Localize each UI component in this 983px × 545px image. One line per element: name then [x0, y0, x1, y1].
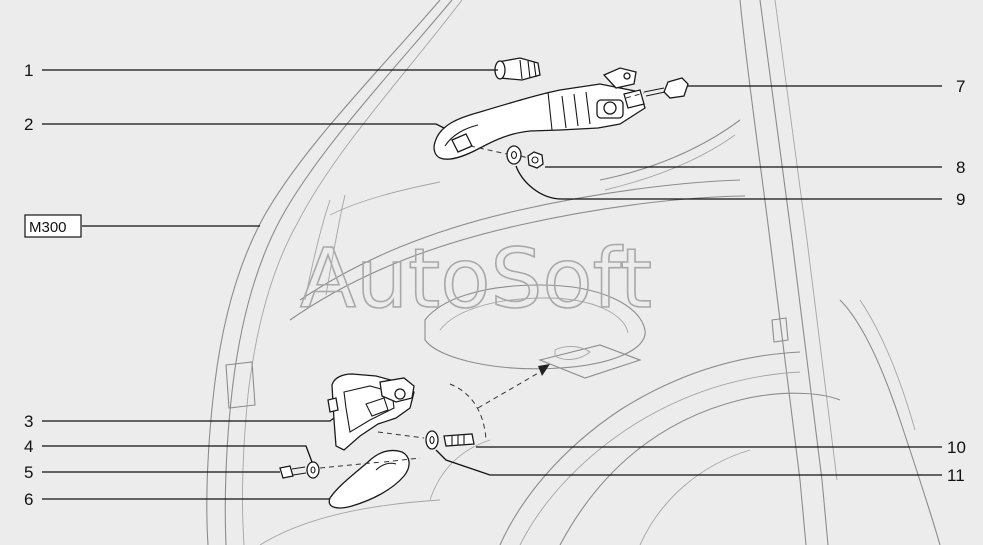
- callout-10: 10: [947, 438, 966, 457]
- assembly-line-handle: [469, 145, 529, 159]
- inner-handle-assembly-lines: [319, 364, 550, 469]
- part-screw-5: [279, 465, 307, 479]
- part-inner-handle-frame: [327, 373, 415, 451]
- callout-8: 8: [956, 158, 965, 177]
- callout-2: 2: [24, 115, 33, 134]
- part-screw-7: [625, 77, 689, 99]
- callout-3: 3: [24, 412, 33, 431]
- part-washer-9: [506, 145, 522, 165]
- part-nut-8: [527, 151, 544, 169]
- callout-9: 9: [956, 190, 965, 209]
- part-lock-cylinder: [494, 57, 541, 81]
- callout-numbers: 1 2 3 4 5 6 7 8 9 10 11: [24, 61, 966, 509]
- autosoft-watermark: AutoSoft: [300, 232, 652, 327]
- part-washer-11: [425, 430, 439, 450]
- callout-6: 6: [24, 490, 33, 509]
- m300-code-box: M300: [24, 214, 82, 238]
- callout-1: 1: [24, 61, 33, 80]
- callout-11: 11: [947, 466, 965, 485]
- callout-5: 5: [24, 463, 33, 482]
- part-inner-handle-lever: [328, 449, 410, 509]
- callout-7: 7: [956, 77, 965, 96]
- leader-lines: [42, 69, 942, 500]
- part-outer-handle: [433, 67, 646, 160]
- callout-4: 4: [24, 437, 33, 456]
- part-washer-4: [306, 461, 320, 479]
- m300-label: M300: [29, 219, 67, 236]
- part-screw-10: [443, 433, 475, 447]
